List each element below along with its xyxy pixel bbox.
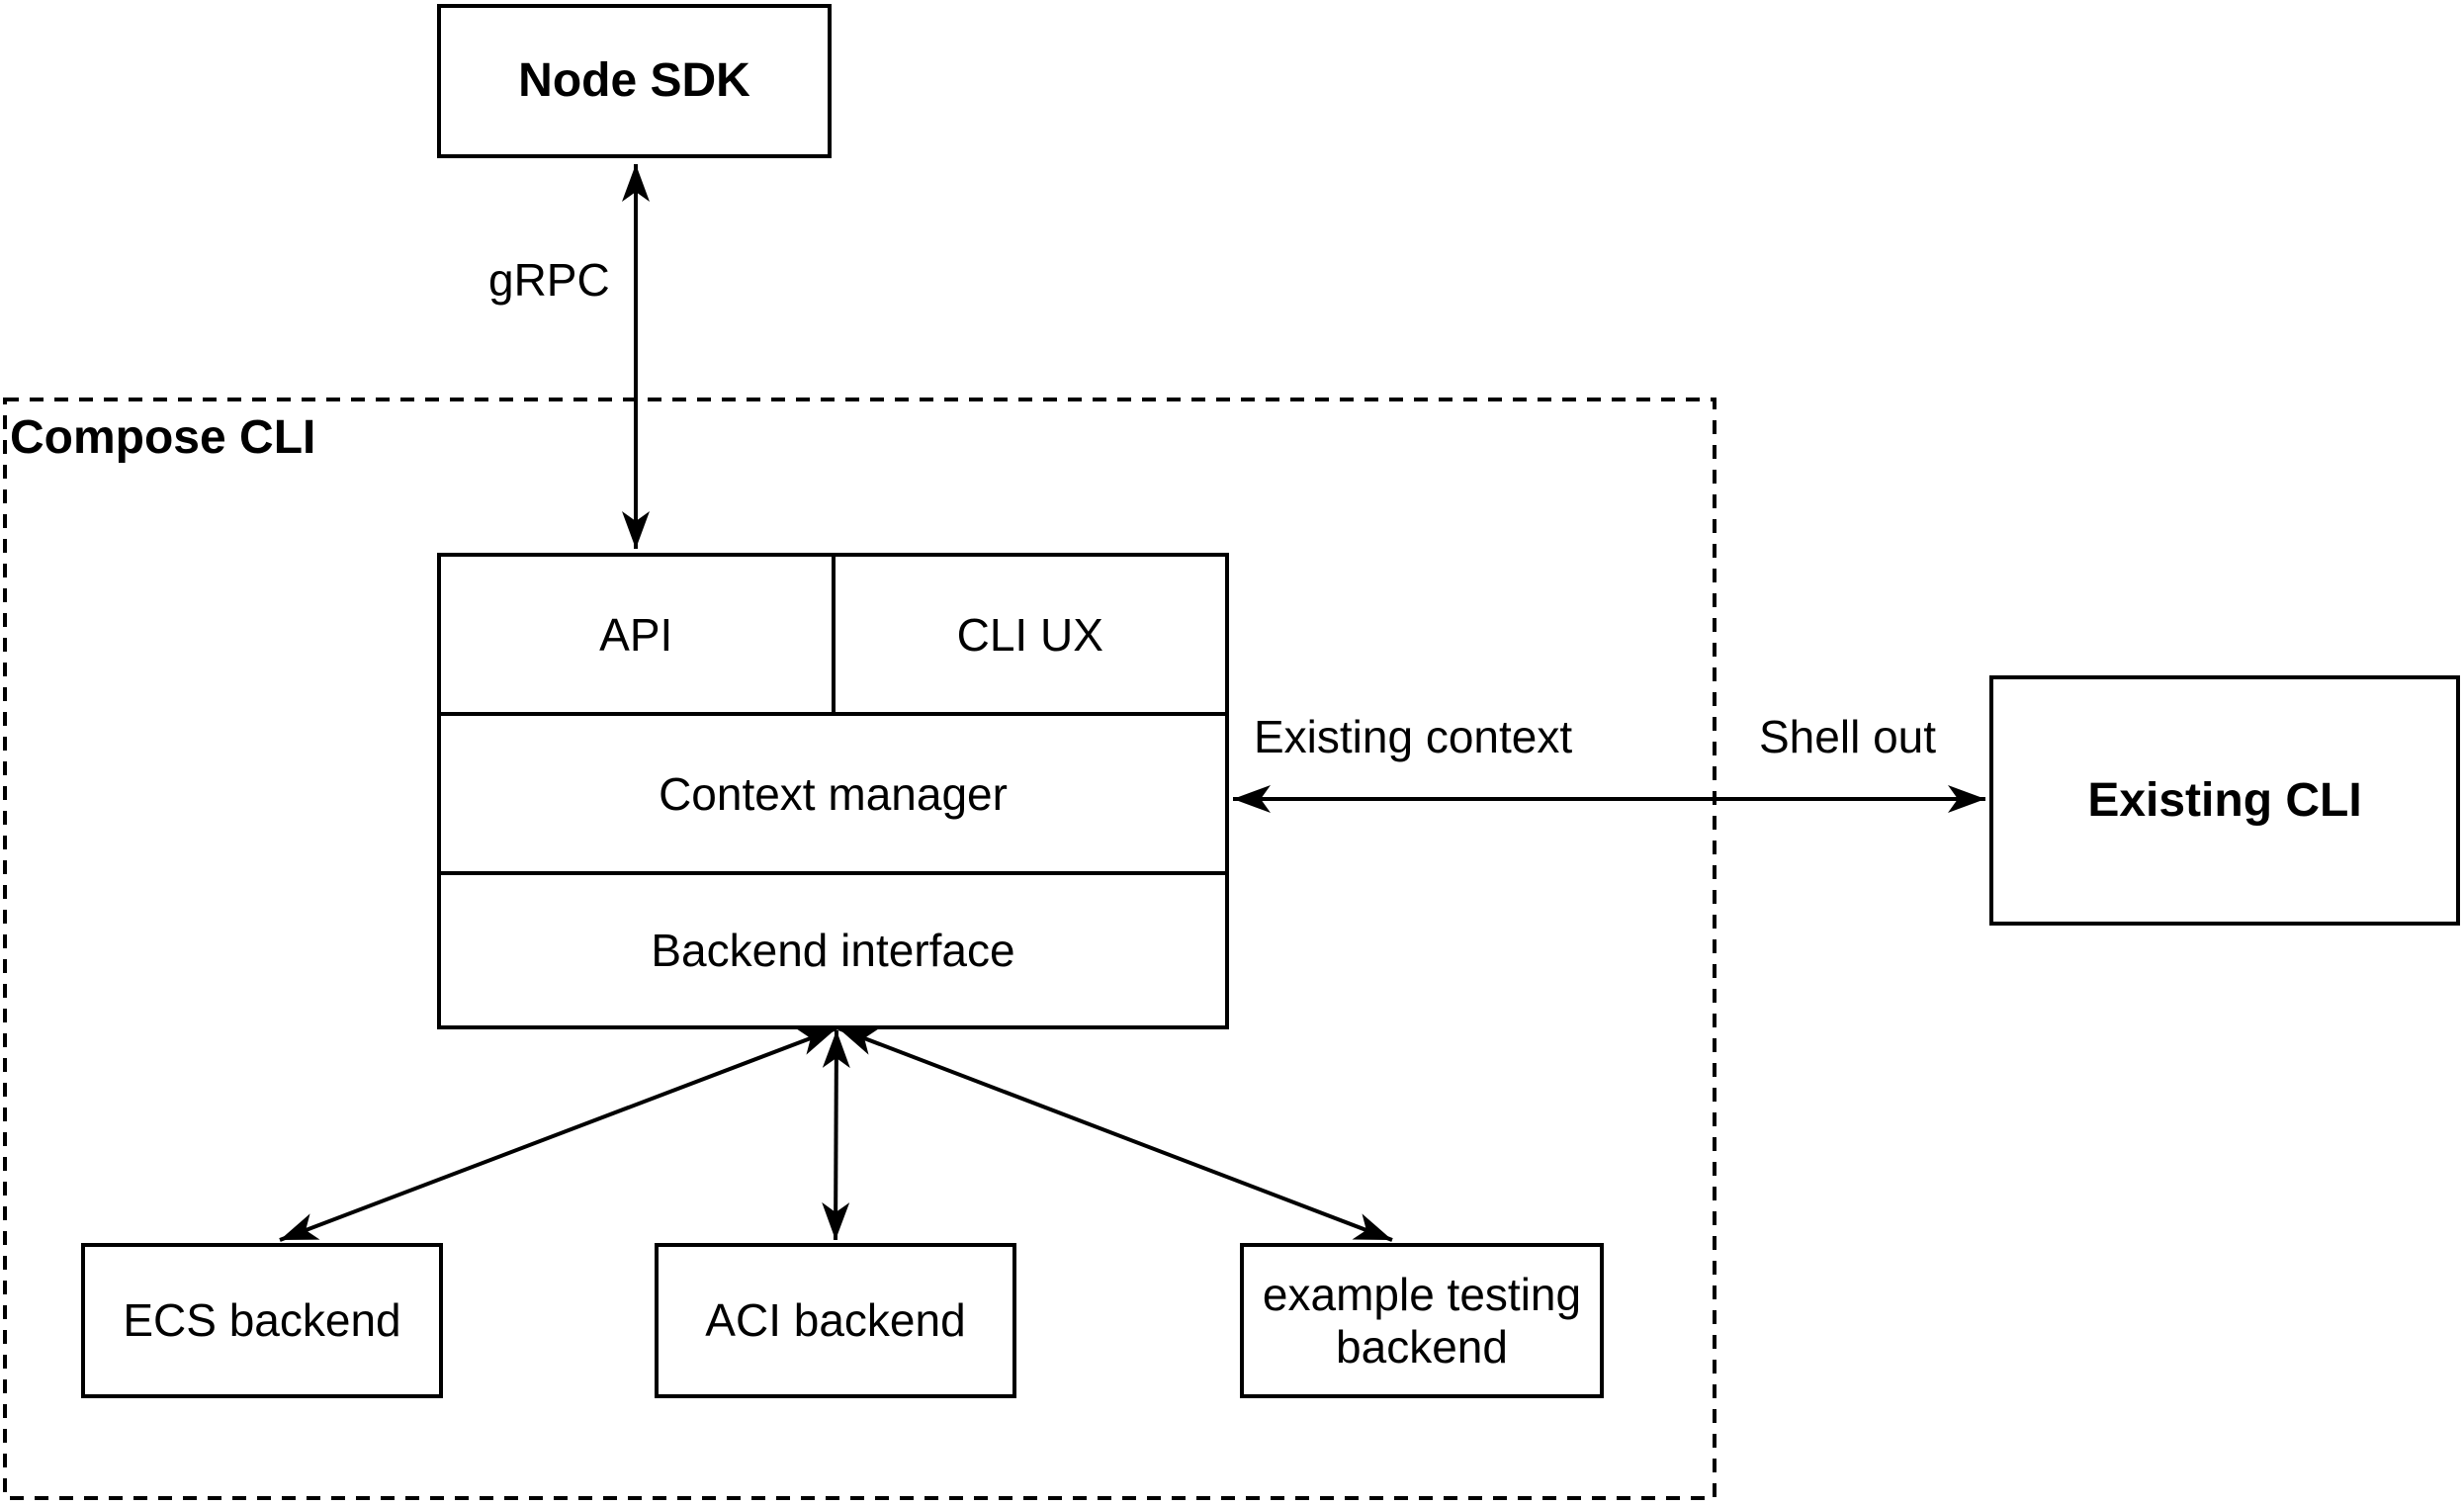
compose-cli-container-label: Compose CLI: [10, 411, 316, 464]
context-manager-box: Context manager: [441, 712, 1225, 871]
cli-ux-label: CLI UX: [956, 608, 1103, 661]
node-sdk-box: Node SDK: [437, 4, 832, 158]
cli-ux-box: CLI UX: [836, 557, 1226, 712]
compose-cli-stack: API CLI UX Context manager Backend inter…: [437, 553, 1229, 1029]
existing-cli-label: Existing CLI: [2087, 773, 2362, 827]
api-box: API: [441, 557, 836, 712]
existing-cli-box: Existing CLI: [1989, 675, 2460, 926]
context-manager-label: Context manager: [659, 767, 1008, 820]
compose-cli-container-border: [3, 398, 1716, 1500]
ecs-backend-label: ECS backend: [123, 1294, 401, 1347]
shell-out-edge-label: Shell out: [1759, 711, 1937, 762]
backend-interface-label: Backend interface: [651, 925, 1015, 976]
example-backend-edge: [837, 1026, 1393, 1242]
ecs-backend-box: ECS backend: [81, 1243, 443, 1398]
aci-backend-label: ACI backend: [705, 1294, 966, 1347]
backend-interface-box: Backend interface: [441, 871, 1225, 1025]
aci-backend-box: ACI backend: [655, 1243, 1016, 1398]
stack-top-row: API CLI UX: [441, 557, 1225, 712]
existing-context-edge-label: Existing context: [1254, 711, 1573, 762]
node-sdk-label: Node SDK: [518, 54, 750, 108]
ecs-backend-edge: [279, 1026, 837, 1242]
api-label: API: [599, 608, 673, 661]
example-testing-backend-label: example testing backend: [1262, 1268, 1582, 1373]
grpc-edge-label: gRPC: [488, 254, 610, 306]
example-testing-backend-box: example testing backend: [1240, 1243, 1604, 1398]
